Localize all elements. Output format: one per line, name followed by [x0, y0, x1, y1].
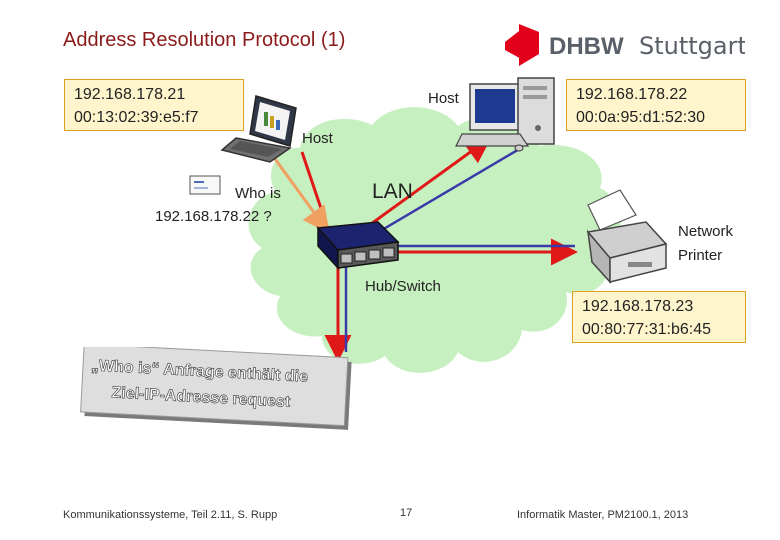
hub-switch-icon: [316, 221, 400, 270]
laptop-icon: [220, 95, 297, 163]
footer-right: Informatik Master, PM2100.1, 2013: [517, 509, 689, 521]
sender-ip: 192.168.178.21: [74, 86, 186, 103]
logo-mark-left: [505, 28, 523, 60]
target-address-box: 192.168.178.22 00:0a:95:d1:52:30: [566, 79, 746, 131]
target-mac: 00:0a:95:d1:52:30: [576, 109, 706, 126]
printer-address-box: 192.168.178.23 00:80:77:31:b6:45: [572, 291, 746, 343]
printer-ip: 192.168.178.23: [582, 298, 694, 315]
lan-label: LAN: [372, 180, 413, 203]
logo-brand: DHBW: [549, 33, 624, 60]
request-arrow: [268, 151, 330, 234]
dhbw-logo-icon: DHBW Stuttgart: [505, 24, 745, 66]
printer-label-line2: Printer: [678, 247, 722, 264]
footer-left: Kommunikationssysteme, Teil 2.11, S. Rup…: [63, 509, 278, 521]
page-number: 17: [400, 507, 413, 519]
printer-mac: 00:80:77:31:b6:45: [582, 321, 712, 338]
target-ip: 192.168.178.22: [576, 86, 688, 103]
logo-mark-right: [519, 24, 539, 66]
slide-title: Address Resolution Protocol (1): [63, 29, 346, 51]
printer-icon: [586, 189, 668, 284]
sender-mac: 00:13:02:39:e5:f7: [74, 109, 199, 126]
callout-box: „Who is“ Anfrage enthält die Ziel-IP-Adr…: [80, 347, 352, 430]
printer-label-line1: Network: [678, 223, 734, 240]
sender-host-label: Host: [302, 130, 334, 147]
target-host-label: Host: [428, 90, 460, 107]
hub-label: Hub/Switch: [365, 278, 441, 295]
envelope-icon: [189, 175, 221, 195]
query-line1: Who is: [235, 185, 281, 202]
logo-city: Stuttgart: [639, 32, 745, 60]
desktop-icon: [455, 77, 555, 152]
sender-address-box: 192.168.178.21 00:13:02:39:e5:f7: [64, 79, 244, 131]
lan-cloud: [248, 107, 621, 373]
query-line2: 192.168.178.22 ?: [155, 208, 272, 225]
